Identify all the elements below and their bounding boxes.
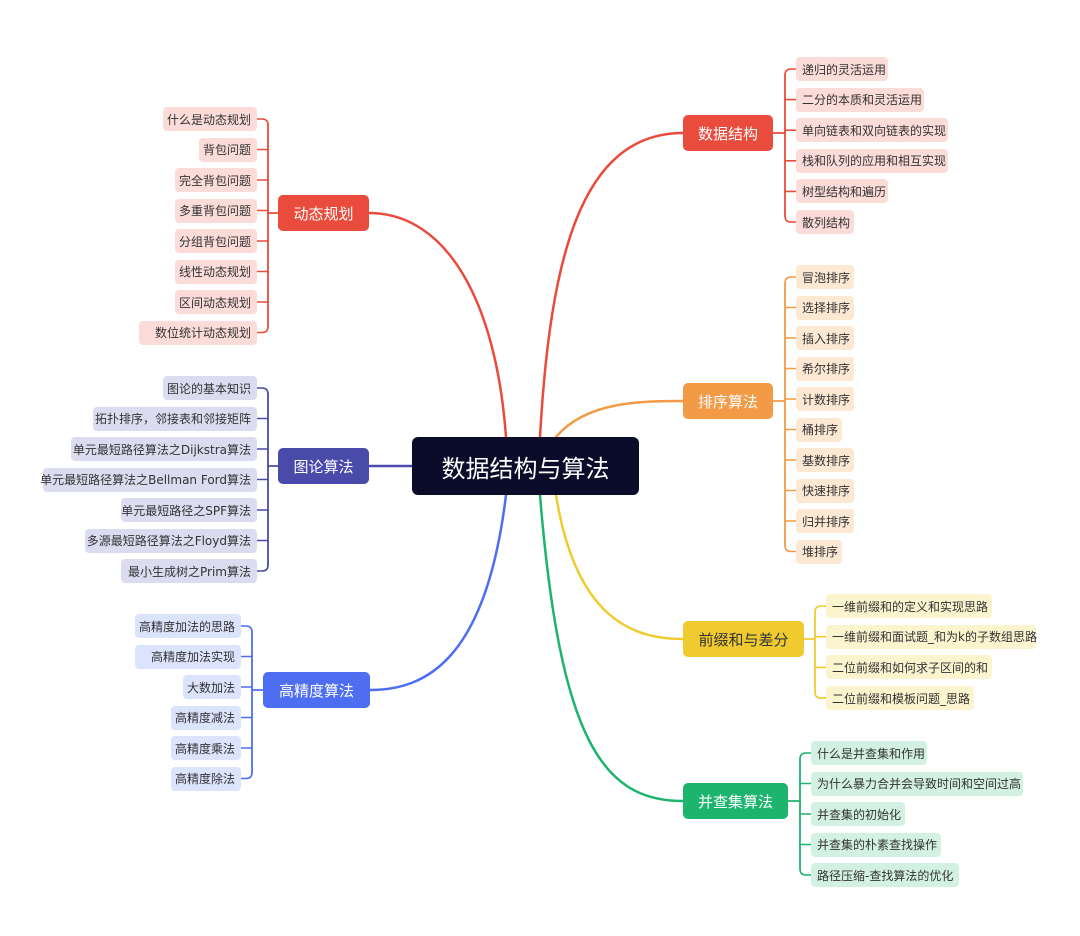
leaf-dp-1[interactable]: 背包问题	[199, 137, 257, 162]
leaf-sort-6[interactable]: 基数排序	[796, 448, 854, 472]
leaf-sort-0[interactable]: 冒泡排序	[796, 265, 854, 289]
leaf-ds-0[interactable]: 递归的灵活运用	[796, 57, 888, 81]
leaf-sort-1[interactable]: 选择排序	[796, 295, 854, 320]
leaf-sort-3[interactable]: 希尔排序	[796, 356, 854, 381]
leaf-sort-5[interactable]: 桶排序	[796, 417, 842, 442]
connector-leaf-prefix-3	[814, 691, 827, 699]
connector-leaf-ds-0	[784, 68, 797, 76]
leaf-graph-3[interactable]: 单元最短路径算法之Bellman Ford算法	[40, 467, 257, 492]
connector-root-ds	[538, 131, 685, 439]
connector-leaf-hp-0	[240, 625, 253, 633]
connector-leaf-hp-5	[240, 771, 253, 780]
branch-high-precision[interactable]: 高精度算法	[263, 672, 370, 708]
leaf-hp-2[interactable]: 大数加法	[183, 675, 241, 699]
connector-leaf-ds-5	[784, 215, 797, 223]
connector-leaf-dp-0	[256, 118, 269, 126]
leaf-hp-4[interactable]: 高精度乘法	[171, 736, 241, 760]
leaf-dp-2[interactable]: 完全背包问题	[175, 168, 257, 192]
connector-root-dp	[367, 211, 508, 439]
leaf-ds-5[interactable]: 散列结构	[796, 210, 854, 234]
connector-leaf-uf-4	[799, 868, 812, 876]
leaf-uf-3[interactable]: 并查集的朴素查找操作	[811, 832, 941, 857]
branch-union-find[interactable]: 并查集算法	[683, 783, 788, 819]
connector-leaf-graph-0	[256, 387, 269, 395]
connector-leaf-graph-6	[256, 564, 269, 572]
leaf-graph-1[interactable]: 拓扑排序，邻接表和邻接矩阵	[93, 406, 257, 431]
leaf-prefix-2[interactable]: 二位前缀和如何求子区间的和	[826, 655, 992, 680]
connector-leaf-prefix-0	[814, 605, 827, 613]
leaf-graph-2[interactable]: 单元最短路径算法之Dijkstra算法	[71, 437, 257, 461]
leaf-dp-7[interactable]: 数位统计动态规划	[139, 320, 257, 345]
connector-leaf-sort-0	[784, 276, 797, 284]
leaf-sort-4[interactable]: 计数排序	[796, 387, 854, 411]
leaf-ds-4[interactable]: 树型结构和遍历	[796, 179, 888, 204]
leaf-graph-6[interactable]: 最小生成树之Prim算法	[121, 559, 257, 583]
leaf-graph-4[interactable]: 单元最短路径之SPF算法	[121, 498, 257, 522]
leaf-hp-1[interactable]: 高精度加法实现	[135, 644, 241, 669]
connector-root-prefix	[554, 493, 685, 641]
branch-prefix-sum[interactable]: 前缀和与差分	[683, 621, 804, 657]
leaf-dp-5[interactable]: 线性动态规划	[175, 259, 257, 284]
leaf-dp-6[interactable]: 区间动态规划	[175, 290, 257, 314]
leaf-ds-2[interactable]: 单向链表和双向链表的实现	[796, 118, 948, 143]
leaf-prefix-1[interactable]: 一维前缀和面试题_和为k的子数组思路	[826, 624, 1037, 649]
leaf-ds-1[interactable]: 二分的本质和灵活运用	[796, 87, 924, 112]
leaf-prefix-0[interactable]: 一维前缀和的定义和实现思路	[826, 594, 992, 618]
leaf-ds-3[interactable]: 栈和队列的应用和相互实现	[796, 148, 948, 173]
leaf-hp-0[interactable]: 高精度加法的思路	[135, 614, 241, 638]
connector-leaf-sort-9	[784, 544, 797, 553]
root-node[interactable]: 数据结构与算法	[412, 437, 639, 495]
leaf-uf-4[interactable]: 路径压缩-查找算法的优化	[811, 863, 959, 887]
branch-sorting[interactable]: 排序算法	[683, 383, 773, 419]
branch-data-structure[interactable]: 数据结构	[683, 115, 773, 151]
leaf-dp-3[interactable]: 多重背包问题	[175, 198, 257, 223]
connector-leaf-uf-0	[799, 752, 812, 760]
leaf-uf-0[interactable]: 什么是并查集和作用	[811, 741, 927, 765]
leaf-graph-0[interactable]: 图论的基本知识	[163, 376, 257, 400]
leaf-dp-0[interactable]: 什么是动态规划	[163, 107, 257, 131]
connector-leaf-dp-7	[256, 325, 269, 334]
leaf-uf-1[interactable]: 为什么暴力合并会导致时间和空间过高	[811, 771, 1023, 796]
leaf-graph-5[interactable]: 多源最短路径算法之Floyd算法	[85, 528, 257, 553]
leaf-prefix-3[interactable]: 二位前缀和模板问题_思路	[826, 686, 974, 711]
leaf-sort-2[interactable]: 插入排序	[796, 326, 854, 350]
leaf-sort-8[interactable]: 归并排序	[796, 509, 854, 533]
branch-dynamic-programming[interactable]: 动态规划	[278, 195, 369, 231]
leaf-hp-5[interactable]: 高精度除法	[171, 766, 241, 791]
leaf-hp-3[interactable]: 高精度减法	[171, 705, 241, 730]
connector-root-hp	[368, 493, 508, 692]
connector-root-uf	[538, 493, 685, 803]
leaf-uf-2[interactable]: 并查集的初始化	[811, 802, 905, 826]
leaf-dp-4[interactable]: 分组背包问题	[175, 229, 257, 253]
leaf-sort-7[interactable]: 快速排序	[796, 478, 854, 503]
leaf-sort-9[interactable]: 堆排序	[796, 539, 842, 564]
branch-graph[interactable]: 图论算法	[278, 448, 369, 484]
connector-root-sort	[554, 399, 685, 439]
